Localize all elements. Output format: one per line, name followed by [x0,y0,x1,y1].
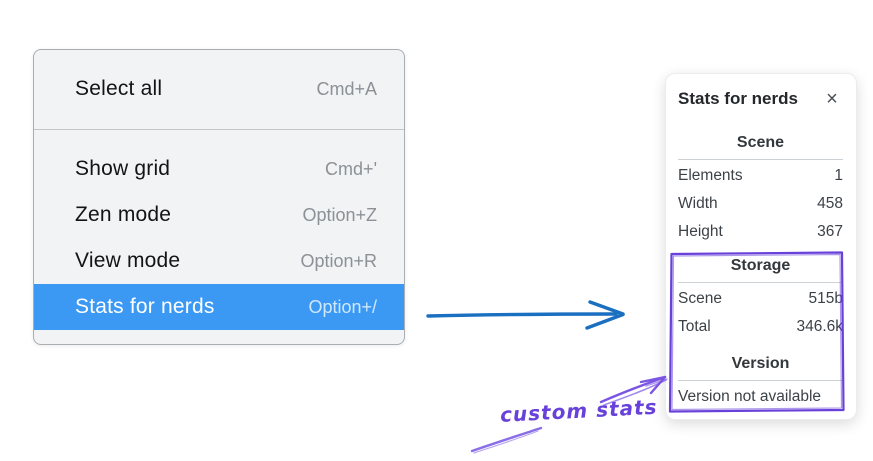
stat-value: 367 [817,223,843,240]
stat-label: Total [678,318,711,335]
section-heading-storage: Storage [730,257,791,274]
menu-item-stats-for-nerds[interactable]: Stats for nerds Option+/ [34,284,404,330]
version-note: Version not available [678,388,822,405]
menu-item-view-mode[interactable]: View mode Option+R [34,238,404,284]
menu-item-shortcut: Cmd+A [316,78,377,99]
stat-label: Scene [678,290,722,307]
menu-item-zen-mode[interactable]: Zen mode Option+Z [34,192,404,238]
menu-item-label: View mode [75,249,181,272]
context-menu: Select all Cmd+A Show grid Cmd+' Zen mod… [33,49,405,345]
close-button[interactable]: × [821,88,843,110]
annotation-line [470,426,543,454]
section-divider [678,159,843,160]
stats-panel-title: Stats for nerds [678,89,798,108]
annotation-label: custom stats [499,394,659,427]
stat-value: 1 [834,167,843,184]
stat-row-total-size: Total 346.6k [678,313,843,341]
stat-label: Elements [678,167,743,184]
menu-item-label: Show grid [75,157,171,180]
section-heading-version: Version [731,355,790,372]
stat-row-height: Height 367 [678,218,843,246]
close-icon: × [826,88,838,110]
menu-item-select-all[interactable]: Select all Cmd+A [34,66,404,112]
stat-value: 458 [817,195,843,212]
section-divider [678,282,843,283]
stats-panel: Stats for nerds × Scene Elements 1 Width… [665,73,857,420]
stat-row-elements: Elements 1 [678,162,843,190]
menu-item-shortcut: Option+R [300,250,377,271]
stat-row-width: Width 458 [678,190,843,218]
stat-value: 515b [808,290,843,307]
menu-item-label: Stats for nerds [75,295,215,318]
menu-item-shortcut: Option+/ [308,296,377,317]
flow-arrow [426,300,625,330]
section-heading-scene: Scene [736,134,785,151]
stat-label: Width [678,195,718,212]
menu-separator [34,129,404,130]
menu-item-shortcut: Option+Z [302,204,377,225]
section-divider [678,380,843,381]
stat-value: 346.6k [796,318,843,335]
stat-row-scene-size: Scene 515b [678,285,843,313]
menu-item-show-grid[interactable]: Show grid Cmd+' [34,146,404,192]
stat-label: Height [678,223,723,240]
menu-item-label: Zen mode [75,203,172,226]
menu-item-shortcut: Cmd+' [325,158,377,179]
stats-panel-header: Stats for nerds × [678,87,843,111]
menu-item-label: Select all [75,77,163,100]
